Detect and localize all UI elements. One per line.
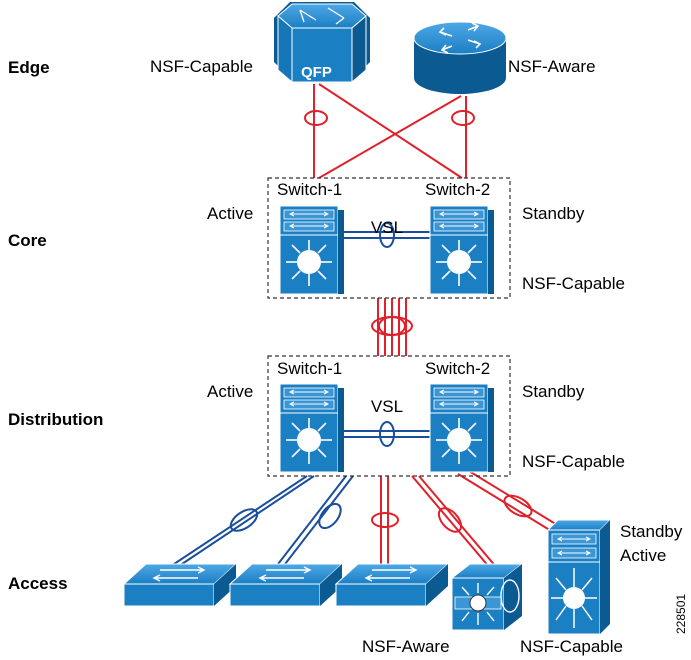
distribution-switch2-chassis-icon[interactable] [429, 383, 495, 473]
link [281, 475, 354, 569]
etherchannel-ring [437, 507, 463, 533]
access-switch-1-icon[interactable] [123, 563, 237, 607]
router-icon[interactable] [413, 21, 507, 94]
vsl-ring [379, 222, 395, 248]
link [411, 475, 491, 569]
core-switch1-label: Switch-1 [277, 180, 342, 199]
etherchannel-ring [229, 508, 259, 532]
vsl-ring [379, 421, 395, 447]
core-vsl-label: VSL [371, 218, 403, 237]
link [167, 475, 308, 569]
link [318, 95, 462, 179]
edge-left-router-label: NSF-Capable [150, 57, 253, 76]
etherchannel-ring [318, 502, 342, 530]
core-left-role: Active [207, 204, 253, 223]
core-switch2-chassis-icon[interactable] [429, 205, 495, 295]
etherchannel-ring [451, 110, 475, 126]
link [274, 475, 347, 569]
access-stack-active: Active [620, 546, 666, 565]
core-vss-group: Switch-1 Switch-2 VSL [267, 177, 511, 299]
distribution-right-role: Standby [522, 382, 585, 401]
qfp-router-icon[interactable]: QFP [274, 2, 370, 84]
access-nsf-aware-label: NSF-Aware [362, 637, 450, 656]
link [463, 467, 573, 535]
access-switch-3-icon[interactable] [335, 563, 449, 607]
link [175, 475, 315, 569]
layer-label-edge: Edge [8, 58, 50, 77]
distribution-switch1-chassis-icon[interactable] [279, 383, 345, 473]
distribution-access-links [167, 467, 573, 569]
distribution-left-role: Active [207, 382, 253, 401]
edge-core-links [304, 83, 475, 179]
link [457, 473, 567, 541]
distribution-vss-group: Switch-1 Switch-2 VSL [267, 355, 511, 477]
etherchannel-ring [378, 316, 406, 336]
link [418, 475, 498, 569]
core-switch1-chassis-icon[interactable] [279, 205, 345, 295]
etherchannel-ring [304, 110, 328, 126]
qfp-badge: QFP [301, 64, 332, 81]
core-capability: NSF-Capable [522, 274, 625, 293]
distribution-vss-boundary [267, 355, 511, 477]
access-l3-switch-icon[interactable] [450, 563, 524, 631]
access-stack-chassis-icon[interactable] [546, 519, 612, 635]
layer-label-core: Core [8, 231, 47, 250]
etherchannel-ring [503, 494, 533, 518]
figure-id: 228501 [674, 594, 688, 634]
access-stack-standby: Standby [620, 522, 683, 541]
distribution-switch1-label: Switch-1 [277, 359, 342, 378]
core-right-role: Standby [522, 204, 585, 223]
distribution-switch2-label: Switch-2 [425, 359, 490, 378]
vsl-links [344, 222, 430, 447]
layer-label-distribution: Distribution [8, 410, 103, 429]
layer-label-access: Access [8, 574, 68, 593]
core-vss-boundary [267, 177, 511, 299]
distribution-vsl-label: VSL [371, 397, 403, 416]
core-distribution-links [371, 298, 413, 356]
core-switch2-label: Switch-2 [425, 180, 490, 199]
distribution-capability: NSF-Capable [522, 452, 625, 471]
link [318, 83, 463, 179]
access-nsf-capable-label: NSF-Capable [520, 637, 623, 656]
etherchannel-ring [371, 512, 399, 528]
access-switch-2-icon[interactable] [229, 563, 343, 607]
edge-right-router-label: NSF-Aware [508, 57, 596, 76]
